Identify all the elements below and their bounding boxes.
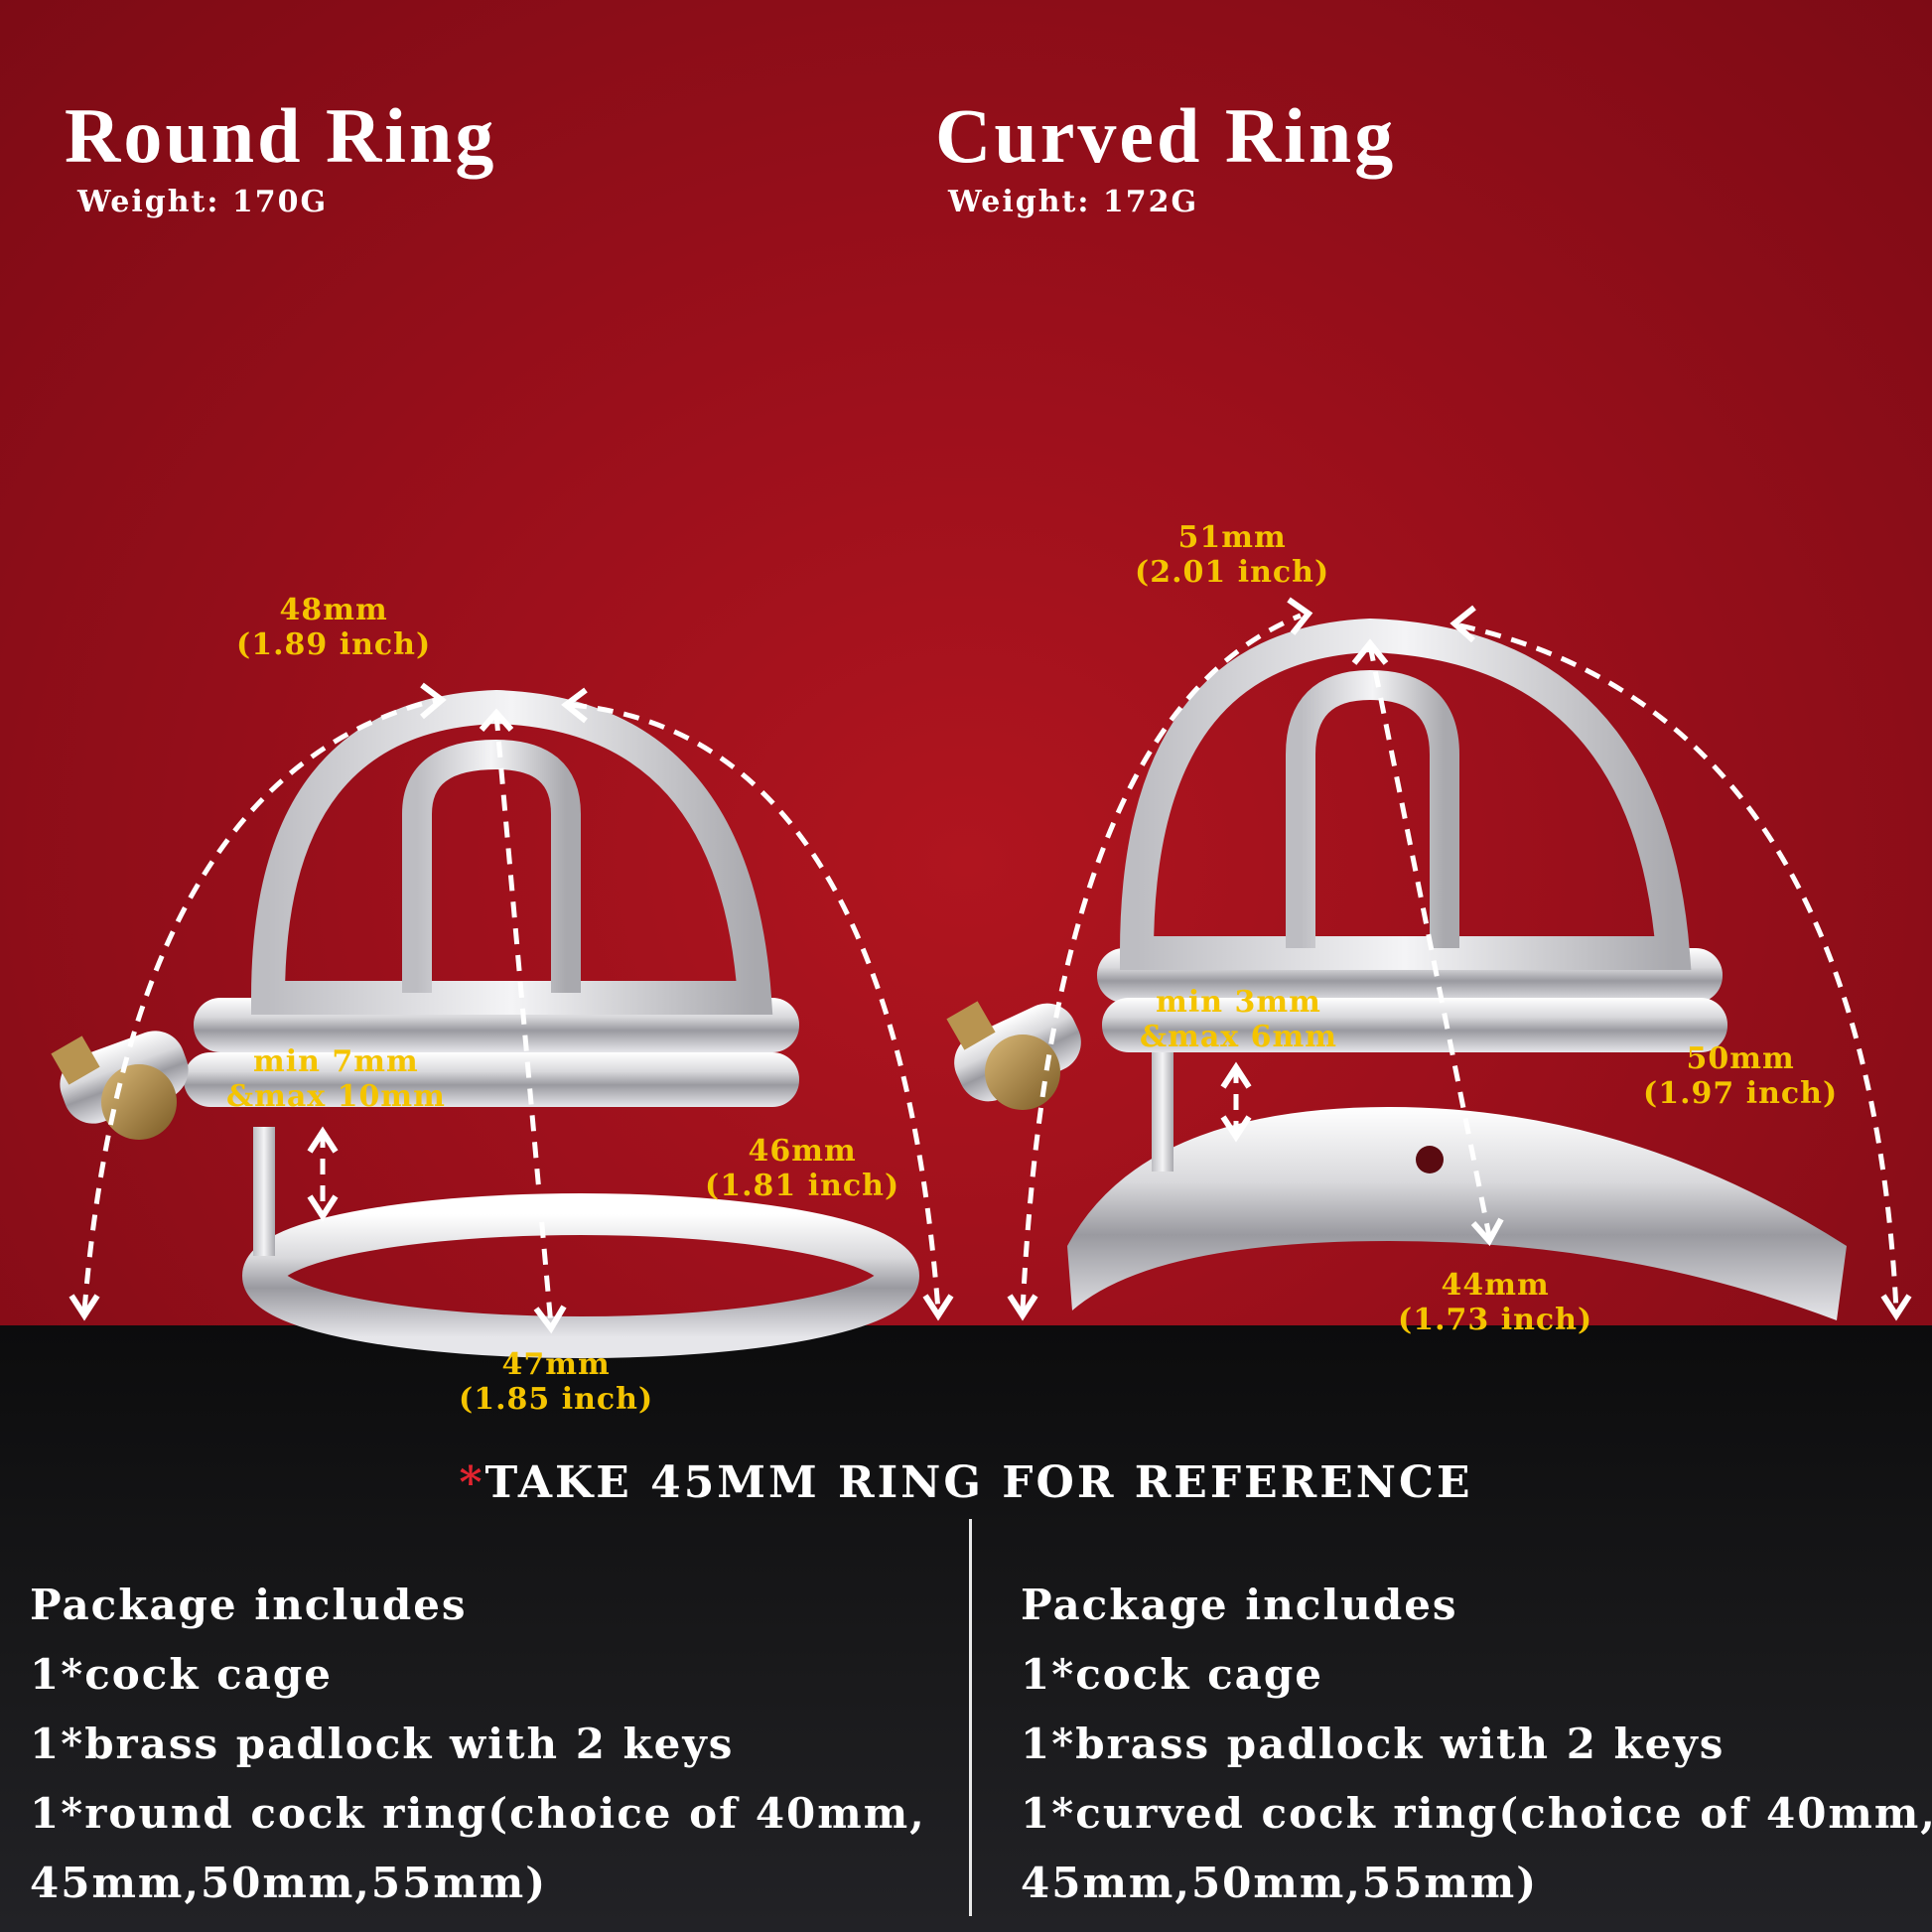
round-ring-cage xyxy=(51,689,919,1358)
measurement-arrows xyxy=(81,613,1899,1326)
curved-ring-title: Curved Ring xyxy=(935,92,1397,179)
package-item: 1*cock cage xyxy=(30,1650,333,1699)
package-item: 1*brass padlock with 2 keys xyxy=(30,1720,735,1768)
round-ring-top-dimension: 48mm(1.89 inch) xyxy=(236,593,432,662)
package-item: 1*round cock ring(choice of 40mm, xyxy=(30,1789,926,1838)
round-ring-gap-dimension: min 7mm&max 10mm xyxy=(226,1044,446,1114)
round-ring-bottom-dimension: 47mm(1.85 inch) xyxy=(459,1347,654,1417)
curved-ring-top-dimension: 51mm(2.01 inch) xyxy=(1135,520,1330,590)
curved-ring-cage xyxy=(946,618,1847,1320)
curved-ring-gap-dimension: min 3mm&max 6mm xyxy=(1140,985,1337,1054)
reference-note: *TAKE 45MM RING FOR REFERENCE xyxy=(0,1457,1932,1508)
column-divider xyxy=(969,1519,972,1916)
package-item: 45mm,50mm,55mm) xyxy=(30,1859,548,1907)
round-ring-package-list: Package includes 1*cock cage 1*brass pad… xyxy=(30,1571,926,1918)
arrow-heads xyxy=(69,597,1912,1334)
curved-ring-weight: Weight: 172G xyxy=(948,185,1199,219)
reference-text: TAKE 45MM RING FOR REFERENCE xyxy=(484,1457,1473,1508)
round-ring-title: Round Ring xyxy=(65,92,497,179)
round-ring-side-dimension: 46mm(1.81 inch) xyxy=(705,1134,900,1203)
reference-asterisk: * xyxy=(459,1457,485,1508)
package-heading: Package includes xyxy=(30,1581,468,1629)
curved-ring-side-dimension: 50mm(1.97 inch) xyxy=(1643,1041,1839,1111)
package-heading: Package includes xyxy=(1021,1581,1458,1629)
round-ring-weight: Weight: 170G xyxy=(77,185,329,219)
package-item: 1*brass padlock with 2 keys xyxy=(1021,1720,1725,1768)
curved-ring-bottom-dimension: 44mm(1.73 inch) xyxy=(1398,1268,1593,1337)
black-base xyxy=(0,1325,1932,1932)
package-item: 45mm,50mm,55mm) xyxy=(1021,1859,1539,1907)
curved-ring-package-list: Package includes 1*cock cage 1*brass pad… xyxy=(1021,1571,1932,1918)
package-item: 1*cock cage xyxy=(1021,1650,1323,1699)
package-item: 1*curved cock ring(choice of 40mm, xyxy=(1021,1789,1932,1838)
